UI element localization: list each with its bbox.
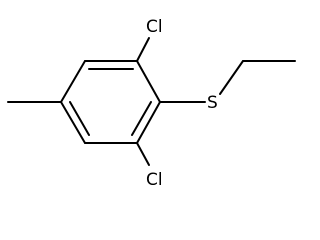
sulfur-label: S — [207, 93, 218, 113]
ring-bond-c2-c3 — [136, 101, 161, 144]
chlorine-top-label: Cl — [146, 17, 163, 37]
ring-double-bond-inner-3 — [69, 101, 90, 136]
ring-bond-c1-c2 — [136, 60, 161, 103]
benzene-ring — [60, 60, 161, 144]
bond-sulfur-to-ch2 — [219, 60, 244, 95]
chlorine-bottom-label: Cl — [146, 170, 163, 190]
structure-canvas: Cl Cl S — [7, 17, 296, 190]
ring-bond-c5-c6 — [60, 60, 86, 103]
ring-bond-c4-c5 — [60, 101, 86, 144]
bond-ring-to-cl-top — [136, 37, 150, 62]
ring-double-bond-inner-2 — [131, 101, 152, 136]
bond-ring-to-cl-bottom — [136, 142, 150, 166]
chemical-structure: Cl Cl S — [7, 17, 296, 190]
